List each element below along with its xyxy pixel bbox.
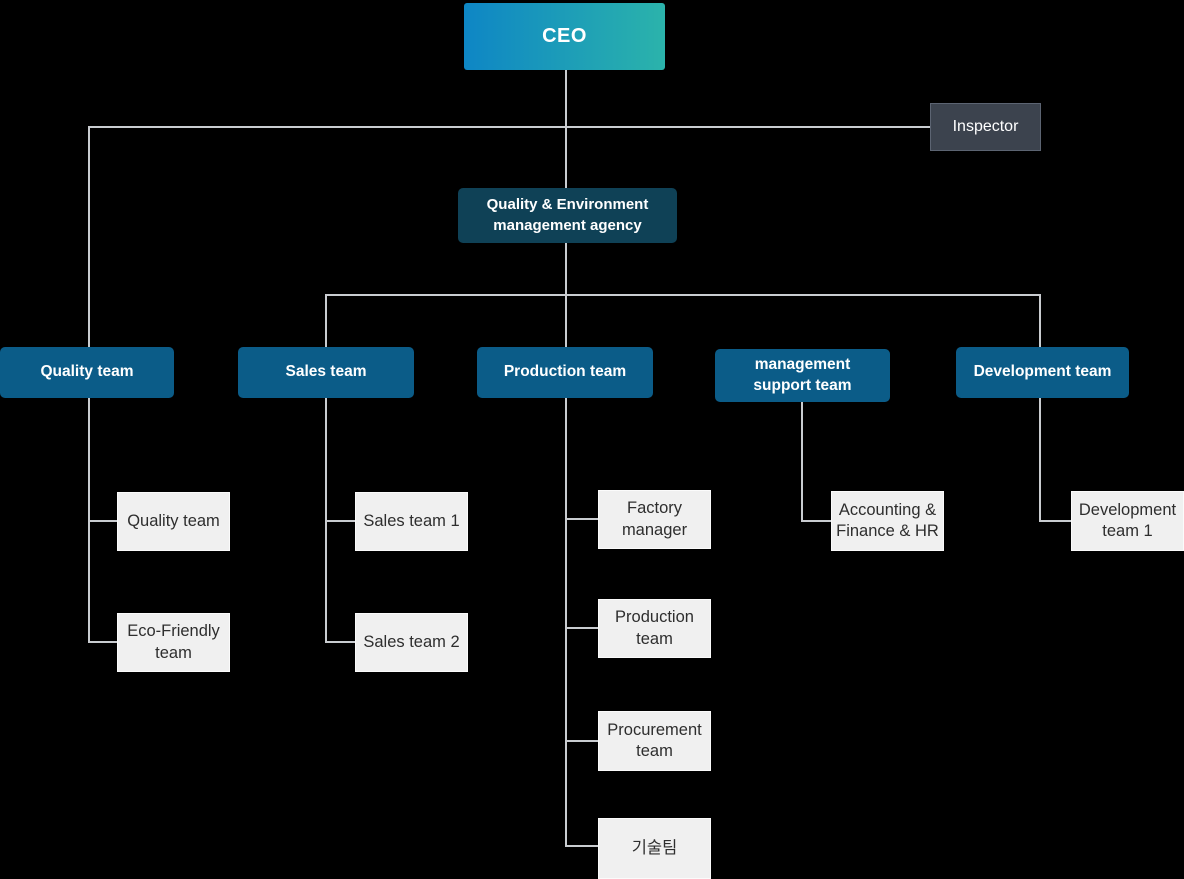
connector-development-team-vertical [1039,294,1041,347]
node-sub-production-team: Production team [598,599,711,658]
connector-development-subtree-vertical [1039,397,1041,522]
connector-production-child-1-stub [565,518,598,520]
connector-sales-child-2-stub [325,641,355,643]
node-sub-factory-manager: Factory manager [598,490,711,549]
connector-production-child-3-stub [565,740,598,742]
connector-mgmt-child-1-stub [801,520,831,522]
node-inspector: Inspector [930,103,1041,151]
node-production-team: Production team [477,347,653,398]
node-sub-eco-friendly-team: Eco-Friendly team [117,613,230,672]
connector-ceo-vertical [565,70,567,188]
node-quality-team: Quality team [0,347,174,398]
node-development-team: Development team [956,347,1129,398]
connector-top-horizontal [88,126,930,128]
connector-mid-horizontal [325,294,1041,296]
node-sub-sales-team-1: Sales team 1 [355,492,468,551]
node-quality-environment-agency: Quality & Environment management agency [458,188,677,243]
connector-production-child-4-stub [565,845,598,847]
connector-quality-team-vertical [88,126,90,347]
connector-production-child-2-stub [565,627,598,629]
node-management-support-team: management support team [715,349,890,402]
node-sub-quality-team: Quality team [117,492,230,551]
connector-production-subtree-vertical [565,397,567,847]
connector-development-child-1-stub [1039,520,1071,522]
connector-sales-team-vertical [325,294,327,347]
node-sub-procurement-team: Procurement team [598,711,711,771]
node-sub-development-team-1: Development team 1 [1071,491,1184,551]
connector-quality-child-1-stub [88,520,117,522]
connector-mgmt-subtree-vertical [801,402,803,522]
node-sub-technical-team: 기술팀 [598,818,711,879]
connector-quality-child-2-stub [88,641,117,643]
node-sub-sales-team-2: Sales team 2 [355,613,468,672]
node-sales-team: Sales team [238,347,414,398]
node-sub-accounting-finance-hr: Accounting & Finance & HR [831,491,944,551]
node-ceo: CEO [464,3,665,70]
connector-sales-child-1-stub [325,520,355,522]
